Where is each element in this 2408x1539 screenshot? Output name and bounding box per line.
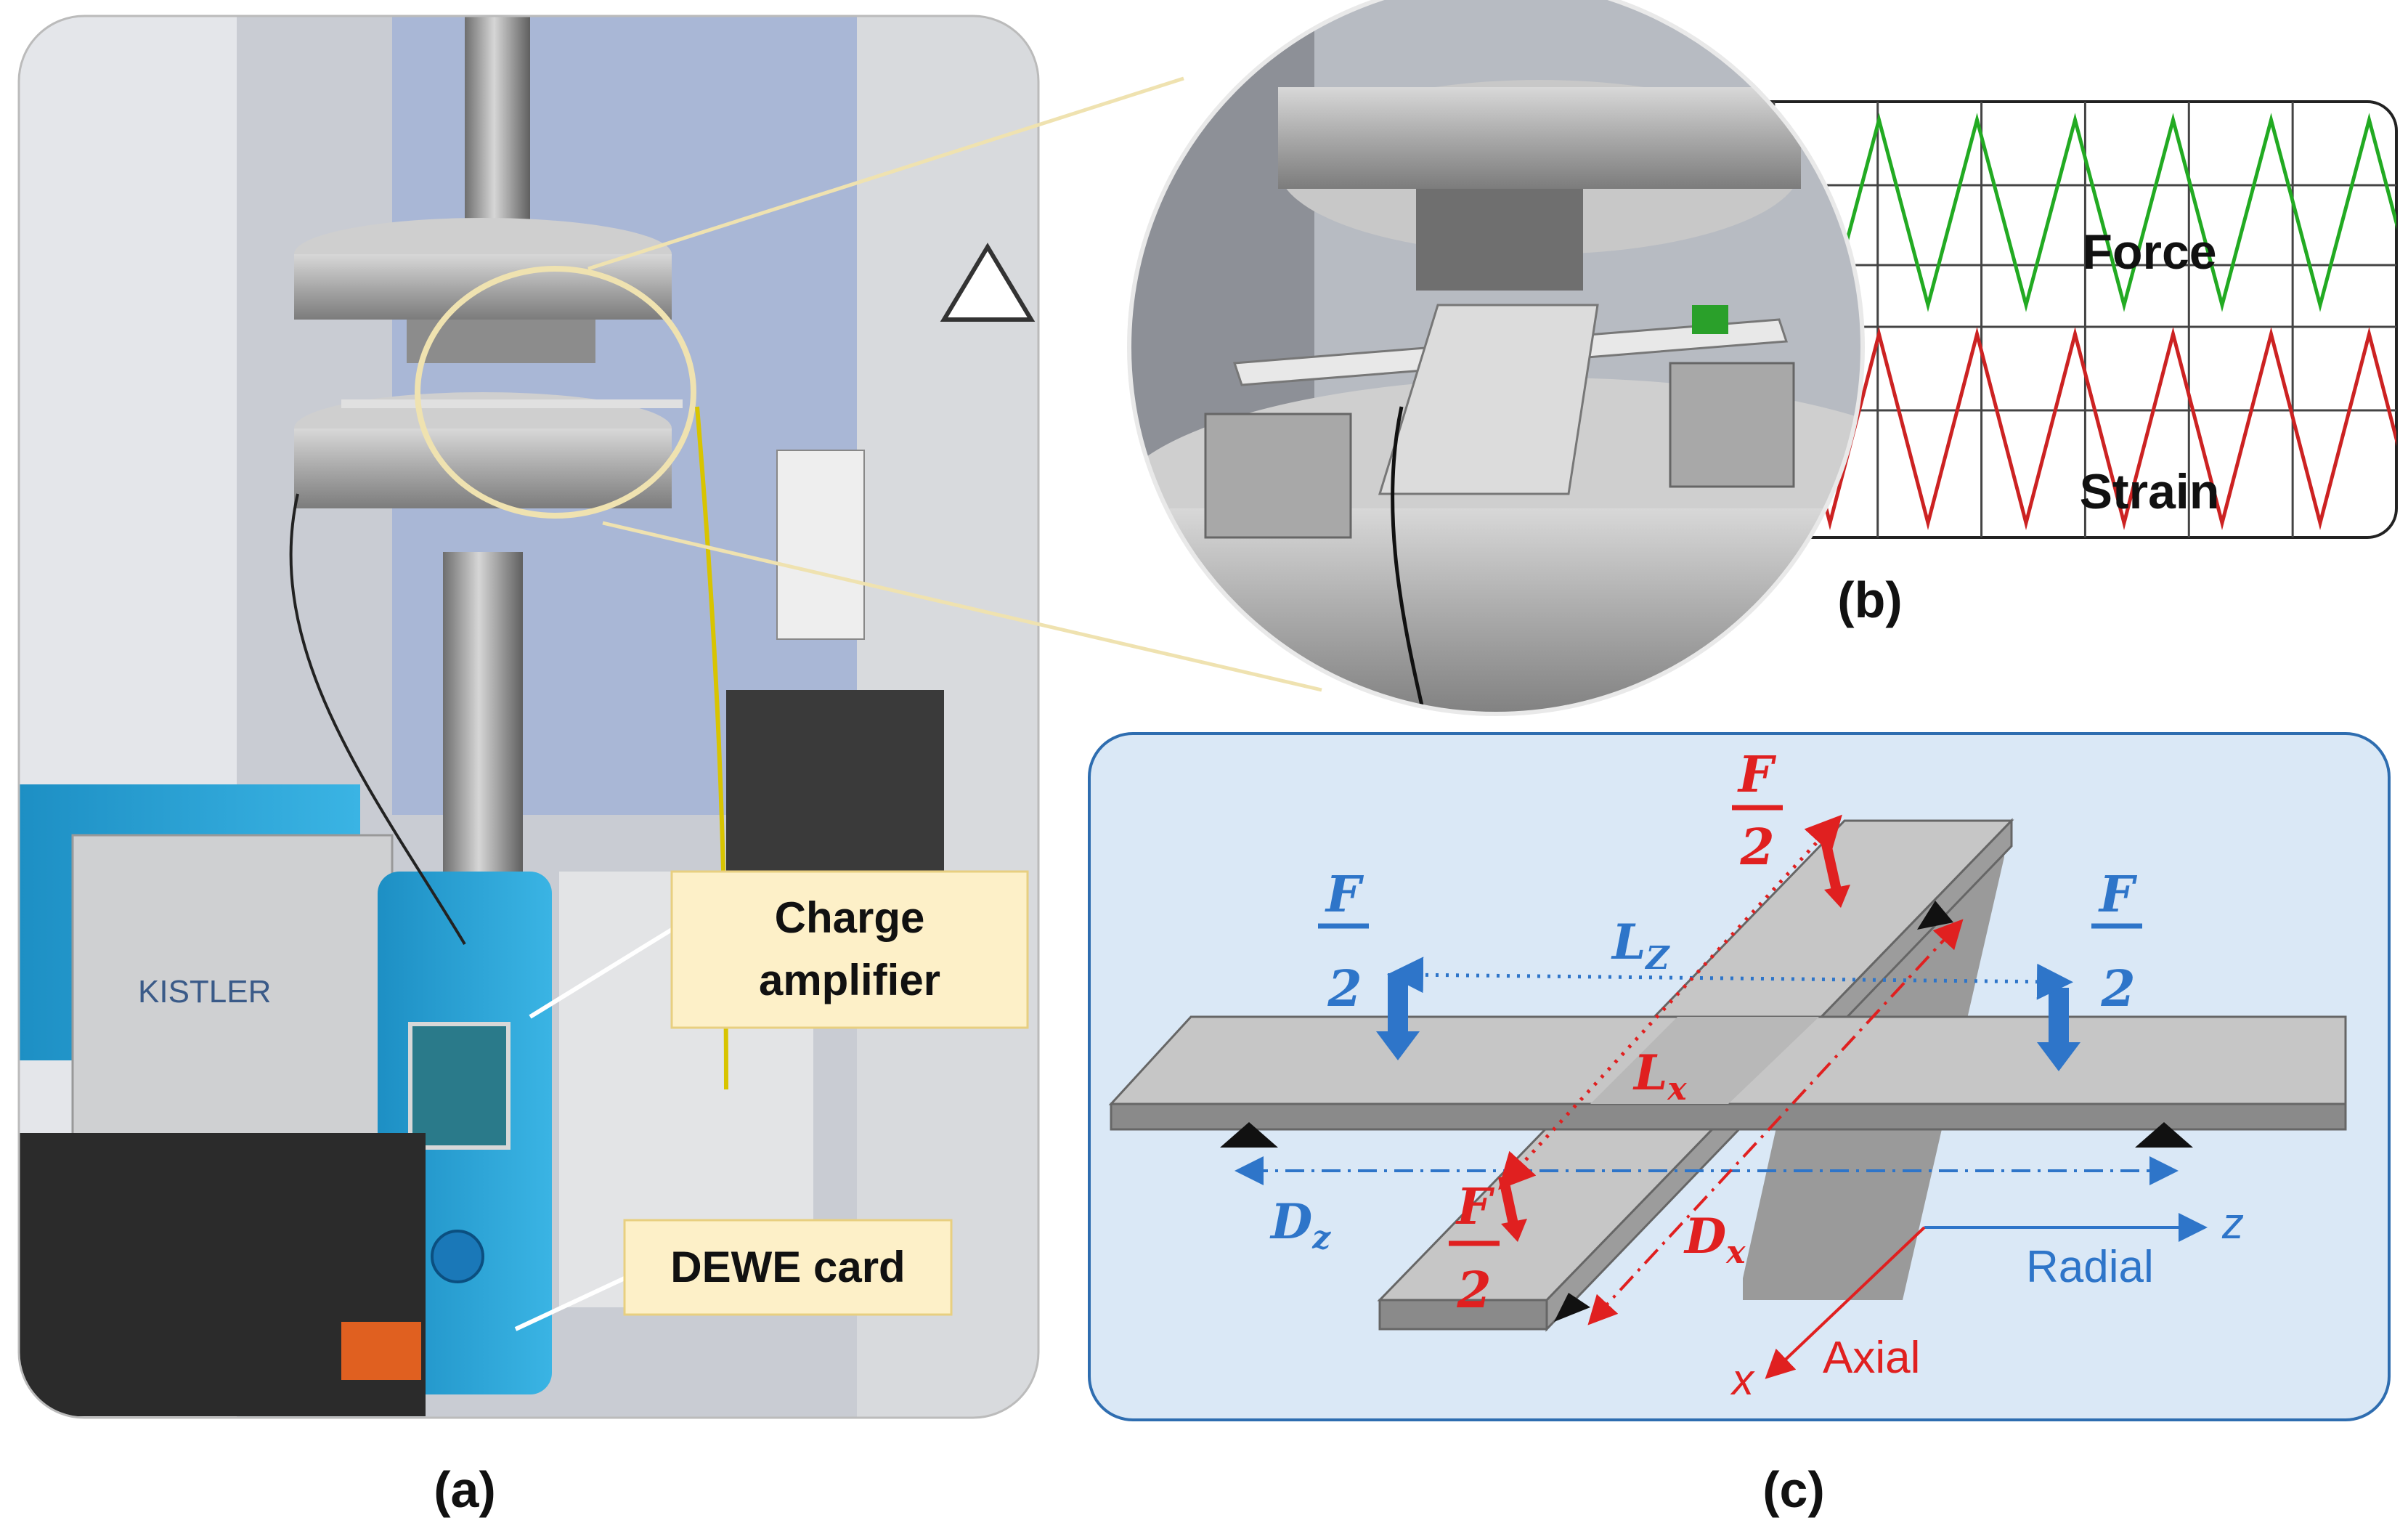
force-right-numerator: F	[2098, 866, 2138, 924]
lx-symbol: L	[1632, 1044, 1667, 1101]
force-top-denominator: 2	[1739, 819, 1774, 877]
strain-series-label: Strain	[2080, 464, 2220, 519]
panel-b-label: (b)	[1837, 572, 1902, 628]
panel-a-frame	[17, 15, 1040, 1419]
force-left-denominator: 2	[1327, 960, 1362, 1018]
warning-labels	[776, 450, 865, 640]
zoom-support-left	[1204, 413, 1352, 539]
support-front	[1554, 1293, 1590, 1322]
zoom-circle-border	[1127, 0, 1865, 716]
panel-a-photo: KISTLER	[19, 16, 1038, 1418]
force-bottom-denominator: 2	[1456, 1262, 1491, 1320]
lz-symbol: L	[1611, 914, 1646, 970]
upper-rod	[465, 16, 530, 248]
force-label-top: F 2	[1732, 746, 1783, 877]
dewe-card-callout	[623, 1219, 953, 1316]
force-left-numerator: F	[1325, 866, 1364, 924]
force-bottom-numerator: F	[1455, 1178, 1495, 1236]
zoom-green-connector	[1692, 305, 1728, 334]
x-axis-arrow	[1765, 1226, 1926, 1379]
panel-a-label: (a)	[434, 1461, 496, 1518]
load-arrow-bottom-head	[1501, 1219, 1527, 1242]
lz-subscript: Z	[1644, 940, 1670, 977]
dx-label: Dx	[1683, 1208, 1746, 1271]
zoom-upper-loading-pin	[1416, 189, 1583, 291]
dx-dimension	[1587, 919, 1964, 1325]
charge-amp-leader	[529, 927, 673, 1019]
orange-connector	[341, 1322, 421, 1380]
lx-label: Lx	[1632, 1044, 1687, 1108]
force-label-bottom: F 2	[1449, 1178, 1500, 1320]
force-label-right: F 2	[2091, 866, 2142, 1018]
axial-label: Axial	[1823, 1333, 1920, 1383]
dx-symbol: D	[1683, 1208, 1726, 1264]
dz-subscript: z	[1311, 1219, 1331, 1256]
force-right-denominator: 2	[2100, 960, 2135, 1018]
zoom-specimen-z	[1378, 304, 1599, 495]
force-label-left: F 2	[1318, 866, 1369, 1018]
panel-c-diagram: F 2 F 2 F 2 F 2 LZ Lx Dz Dx z Radial x A…	[1088, 732, 2391, 1421]
charge-amplifier-label-2: amplifier	[759, 956, 940, 1004]
zoom-cable	[1391, 406, 1425, 712]
load-arrow-right-head	[2037, 1042, 2080, 1071]
zoom-line-top	[587, 76, 1184, 271]
charge-amplifier-callout	[670, 870, 1029, 1029]
dz-symbol: D	[1269, 1193, 1312, 1250]
x-axis-symbol: x	[1730, 1355, 1755, 1404]
dx-subscript: x	[1725, 1234, 1746, 1271]
amplifier-display	[408, 1022, 511, 1150]
highlight-ellipse	[415, 266, 696, 519]
kistler-brand: KISTLER	[138, 974, 271, 1010]
zoom-support-right	[1669, 362, 1795, 488]
panel-c-label: (c)	[1762, 1461, 1825, 1518]
load-arrow-left-head	[1376, 1031, 1420, 1060]
dz-label: Dz	[1269, 1193, 1331, 1256]
charge-amplifier-label-1: Charge	[775, 893, 925, 942]
cable-black	[289, 493, 466, 946]
zoom-upper-body	[1278, 87, 1801, 189]
force-top-numerator: F	[1737, 746, 1777, 804]
warning-icon	[940, 243, 1036, 322]
specimen-plate	[341, 399, 683, 408]
support-left	[1220, 1122, 1278, 1148]
support-right	[2135, 1122, 2193, 1148]
amplifier-knob	[431, 1230, 484, 1283]
lz-label: LZ	[1611, 914, 1670, 977]
zoom-line-bottom	[602, 521, 1322, 692]
dewe-leader	[514, 1276, 626, 1331]
dewe-card-label: DEWE card	[670, 1243, 905, 1291]
force-series-label: Force	[2082, 224, 2216, 280]
lx-subscript: x	[1667, 1071, 1687, 1108]
z-axis-symbol: z	[2221, 1199, 2244, 1248]
upper-fixture	[407, 320, 595, 363]
lower-rod	[443, 552, 523, 930]
radial-label: Radial	[2026, 1242, 2154, 1292]
